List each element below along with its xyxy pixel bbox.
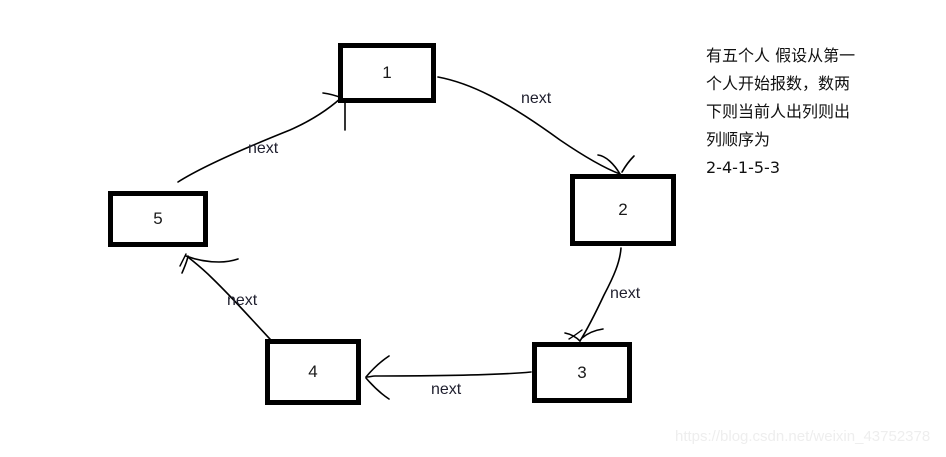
node-box-2: 2	[570, 174, 676, 246]
arrow-5-to-1	[177, 92, 346, 183]
edge-label-3-to-4: next	[431, 381, 462, 398]
edge-label-1-to-2: next	[521, 90, 552, 107]
arrow-2-to-3	[564, 247, 622, 342]
node-box-3: 3	[532, 342, 632, 403]
node-label-2: 2	[618, 200, 628, 219]
node-label-4: 4	[308, 362, 318, 381]
edge-label-2-to-3: next	[610, 285, 641, 302]
node-label-1: 1	[382, 63, 392, 82]
note-line-3: 下则当前人出列则出	[706, 102, 851, 121]
note-line-5: 2-4-1-5-3	[706, 158, 780, 177]
edge-label-5-to-1: next	[248, 140, 279, 157]
annotation-note: 有五个人 假设从第一 个人开始报数，数两 下则当前人出列则出 列顺序为 2-4-…	[706, 42, 926, 182]
node-box-1: 1	[338, 43, 436, 103]
node-box-4: 4	[265, 339, 361, 405]
note-line-1: 有五个人 假设从第一	[706, 46, 856, 65]
note-line-2: 个人开始报数，数两	[706, 74, 851, 93]
note-line-4: 列顺序为	[706, 130, 771, 149]
arrow-1-to-2	[437, 76, 635, 175]
arrow-3-to-4	[365, 355, 532, 400]
node-label-5: 5	[153, 209, 163, 228]
node-label-3: 3	[577, 362, 587, 382]
node-box-5: 5	[108, 191, 208, 247]
edge-label-4-to-5: next	[227, 292, 258, 309]
watermark-text: https://blog.csdn.net/weixin_43752378	[675, 428, 931, 445]
